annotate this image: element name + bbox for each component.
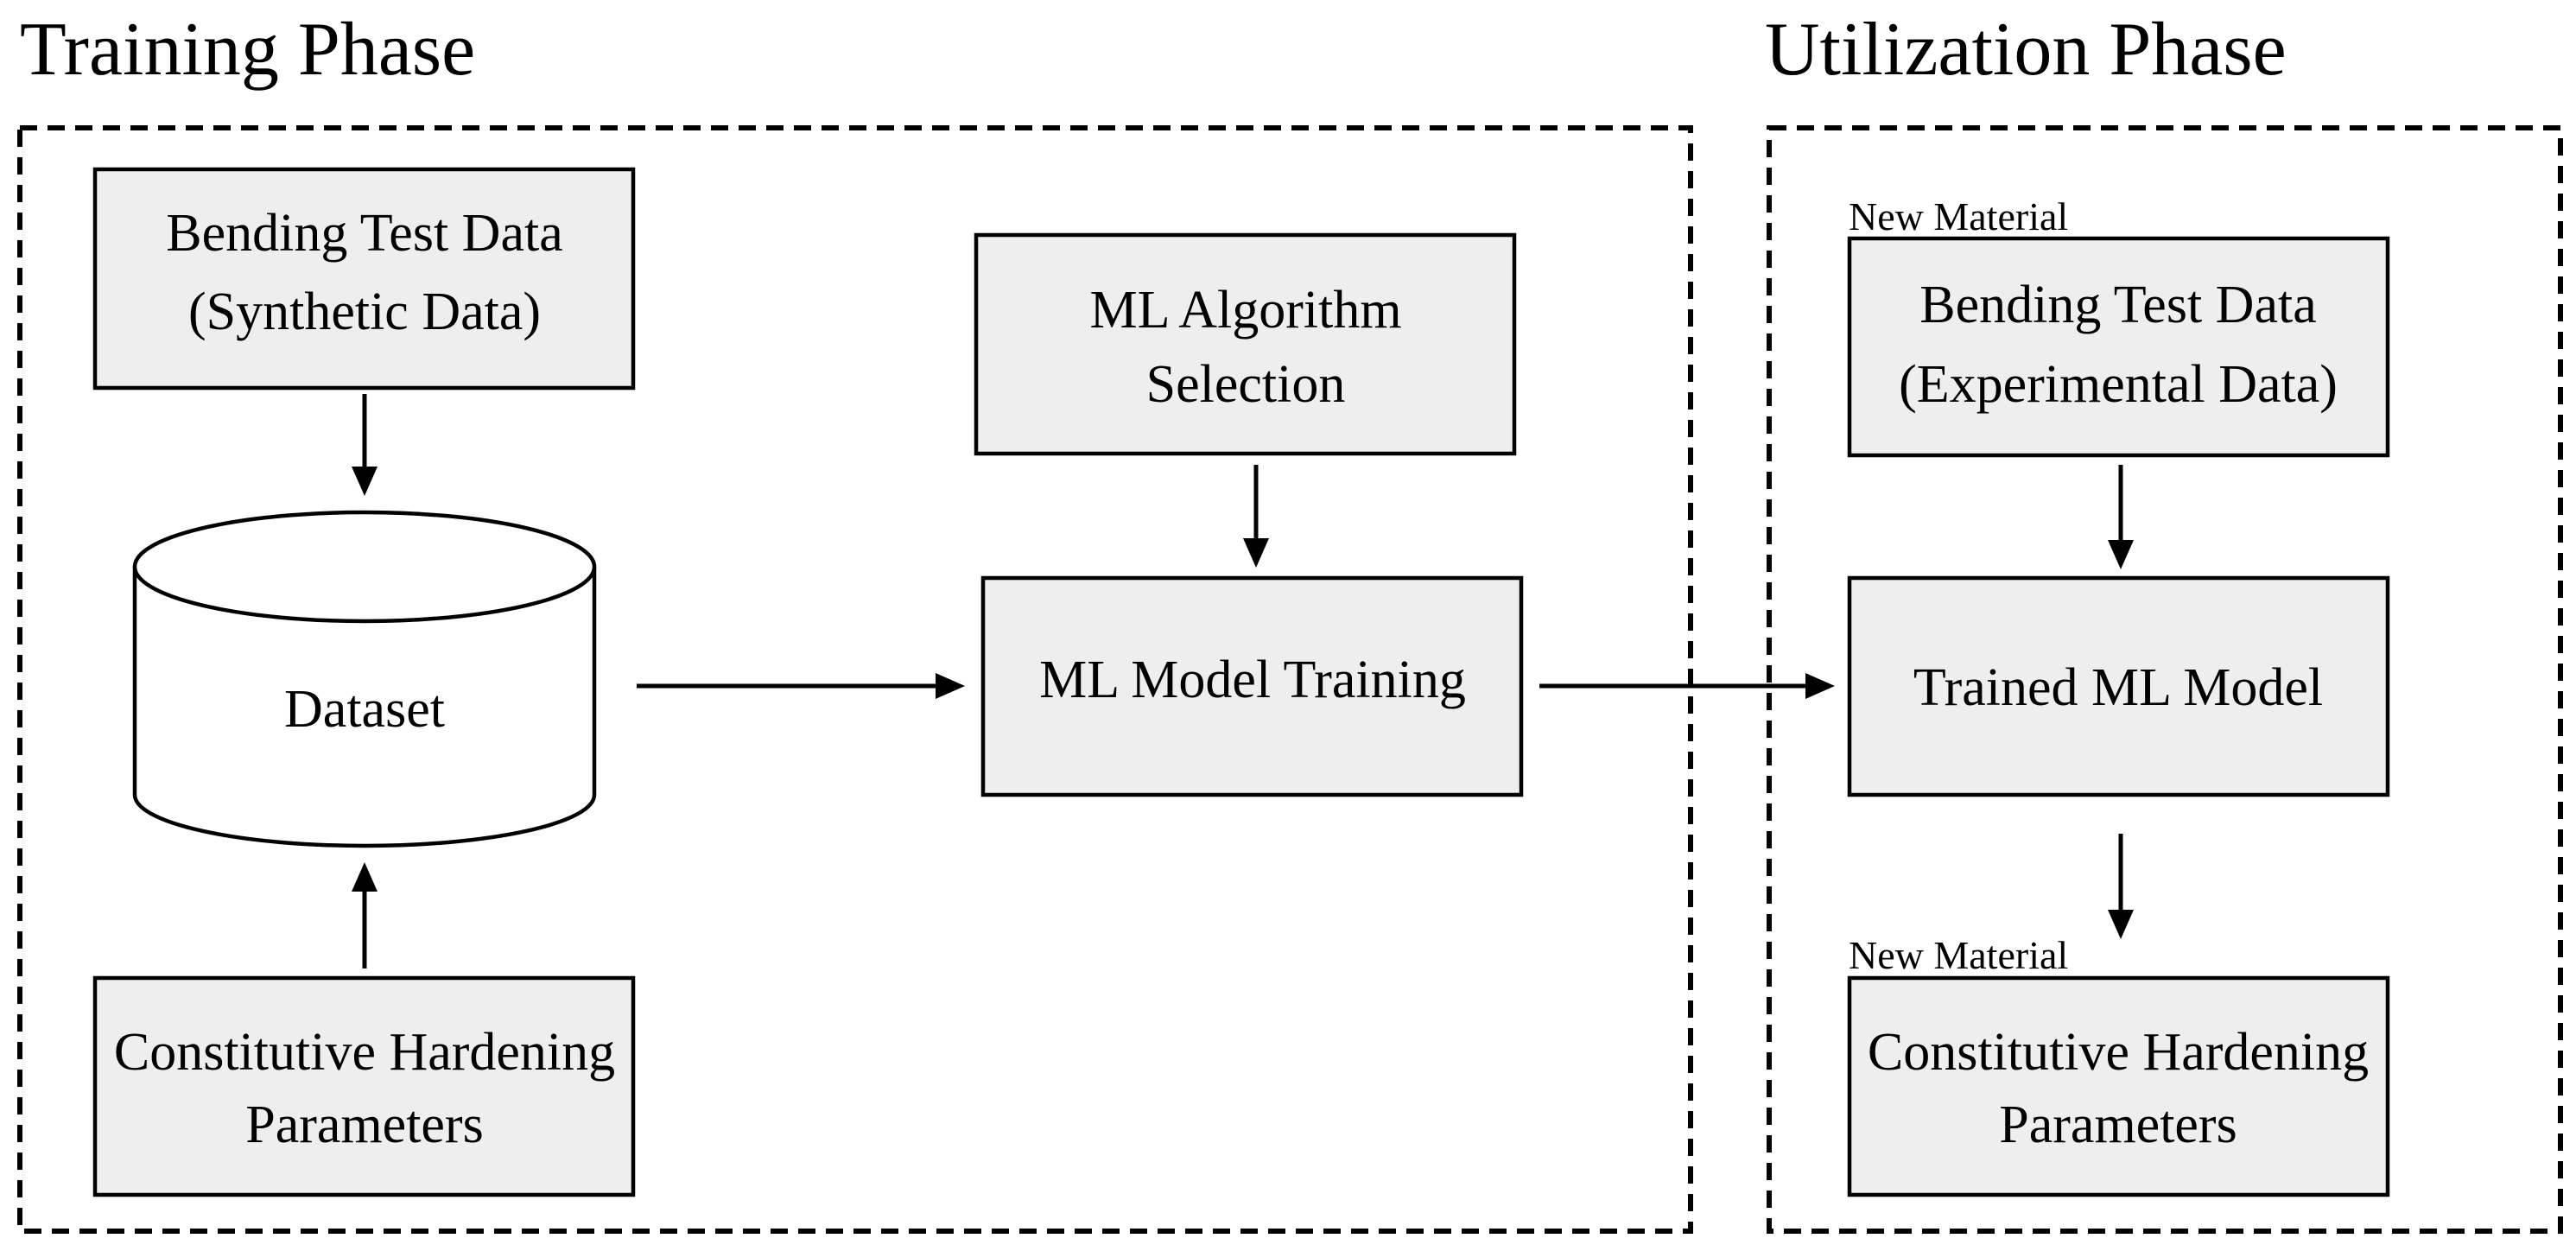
- arrow-dataset-to-training: [637, 673, 965, 699]
- training-parameters-box-line1: Constitutive Hardening: [114, 1023, 615, 1082]
- dataset-cylinder-body: [132, 567, 597, 848]
- arrow-head: [352, 862, 378, 892]
- arrow-head: [352, 467, 378, 496]
- training-phase-frame: [17, 125, 1693, 1234]
- synthetic-data-box-line1: Bending Test Data: [166, 204, 562, 263]
- algorithm-selection-box-rect: [974, 232, 1517, 456]
- arrow-experimental-to-trained-model: [2108, 465, 2134, 569]
- synthetic-data-box-line2: (Synthetic Data): [188, 283, 541, 341]
- trained-model-box-rect: [1847, 575, 2390, 797]
- utilization-phase-frame: [1767, 125, 2563, 1234]
- model-training-box-rect: [980, 575, 1524, 797]
- training-phase-title: Training Phase: [20, 8, 475, 92]
- experimental-data-box-line1: Bending Test Data: [1919, 276, 2316, 334]
- utilization-parameters-box-line1: Constitutive Hardening: [1868, 1023, 2369, 1082]
- arrow-head: [2108, 910, 2134, 939]
- utilization-phase: Utilization Phase New Material Bending T…: [1765, 8, 2563, 1234]
- utilization-phase-title: Utilization Phase: [1765, 8, 2287, 92]
- arrow-head: [2108, 540, 2134, 569]
- trained-model-box: Trained ML Model: [1847, 575, 2390, 797]
- algorithm-selection-box-line2: Selection: [1146, 355, 1346, 414]
- arrow-parameters-to-dataset: [352, 862, 378, 968]
- arrow-trained-model-to-parameters: [2108, 834, 2134, 939]
- trained-model-box-label: Trained ML Model: [1913, 658, 2323, 717]
- experimental-data-box-rect: [1847, 236, 2390, 458]
- new-material-label-top: New Material: [1849, 194, 2068, 238]
- arrow-head: [1805, 673, 1835, 699]
- arrow-head: [1243, 538, 1269, 568]
- arrow-synthetic-to-dataset: [352, 394, 378, 496]
- experimental-data-box-line2: (Experimental Data): [1899, 355, 2338, 414]
- arrow-training-to-trained-model: [1539, 673, 1835, 699]
- training-phase: Training Phase Bending Test Data (Synthe…: [17, 8, 1693, 1234]
- experimental-data-box: Bending Test Data (Experimental Data): [1847, 236, 2390, 458]
- synthetic-data-box-rect: [92, 167, 636, 391]
- model-training-box-label: ML Model Training: [1039, 651, 1466, 709]
- training-parameters-box-line2: Parameters: [245, 1095, 483, 1154]
- algorithm-selection-box-line1: ML Algorithm: [1089, 281, 1401, 340]
- dataset-cylinder-top: [132, 510, 597, 624]
- algorithm-selection-box: ML Algorithm Selection: [974, 232, 1517, 456]
- new-material-label-bottom: New Material: [1849, 933, 2068, 977]
- training-parameters-box: Constitutive Hardening Parameters: [92, 975, 636, 1197]
- dataset-cylinder: Dataset: [132, 510, 597, 848]
- training-parameters-box-rect: [92, 975, 636, 1197]
- dataset-label: Dataset: [284, 680, 445, 739]
- utilization-parameters-box-line2: Parameters: [1999, 1095, 2237, 1154]
- utilization-parameters-box: Constitutive Hardening Parameters: [1847, 975, 2390, 1197]
- model-training-box: ML Model Training: [980, 575, 1524, 797]
- utilization-parameters-box-rect: [1847, 975, 2390, 1197]
- arrow-algorithm-to-training: [1243, 465, 1269, 568]
- arrow-head: [936, 673, 965, 699]
- synthetic-data-box: Bending Test Data (Synthetic Data): [92, 167, 636, 391]
